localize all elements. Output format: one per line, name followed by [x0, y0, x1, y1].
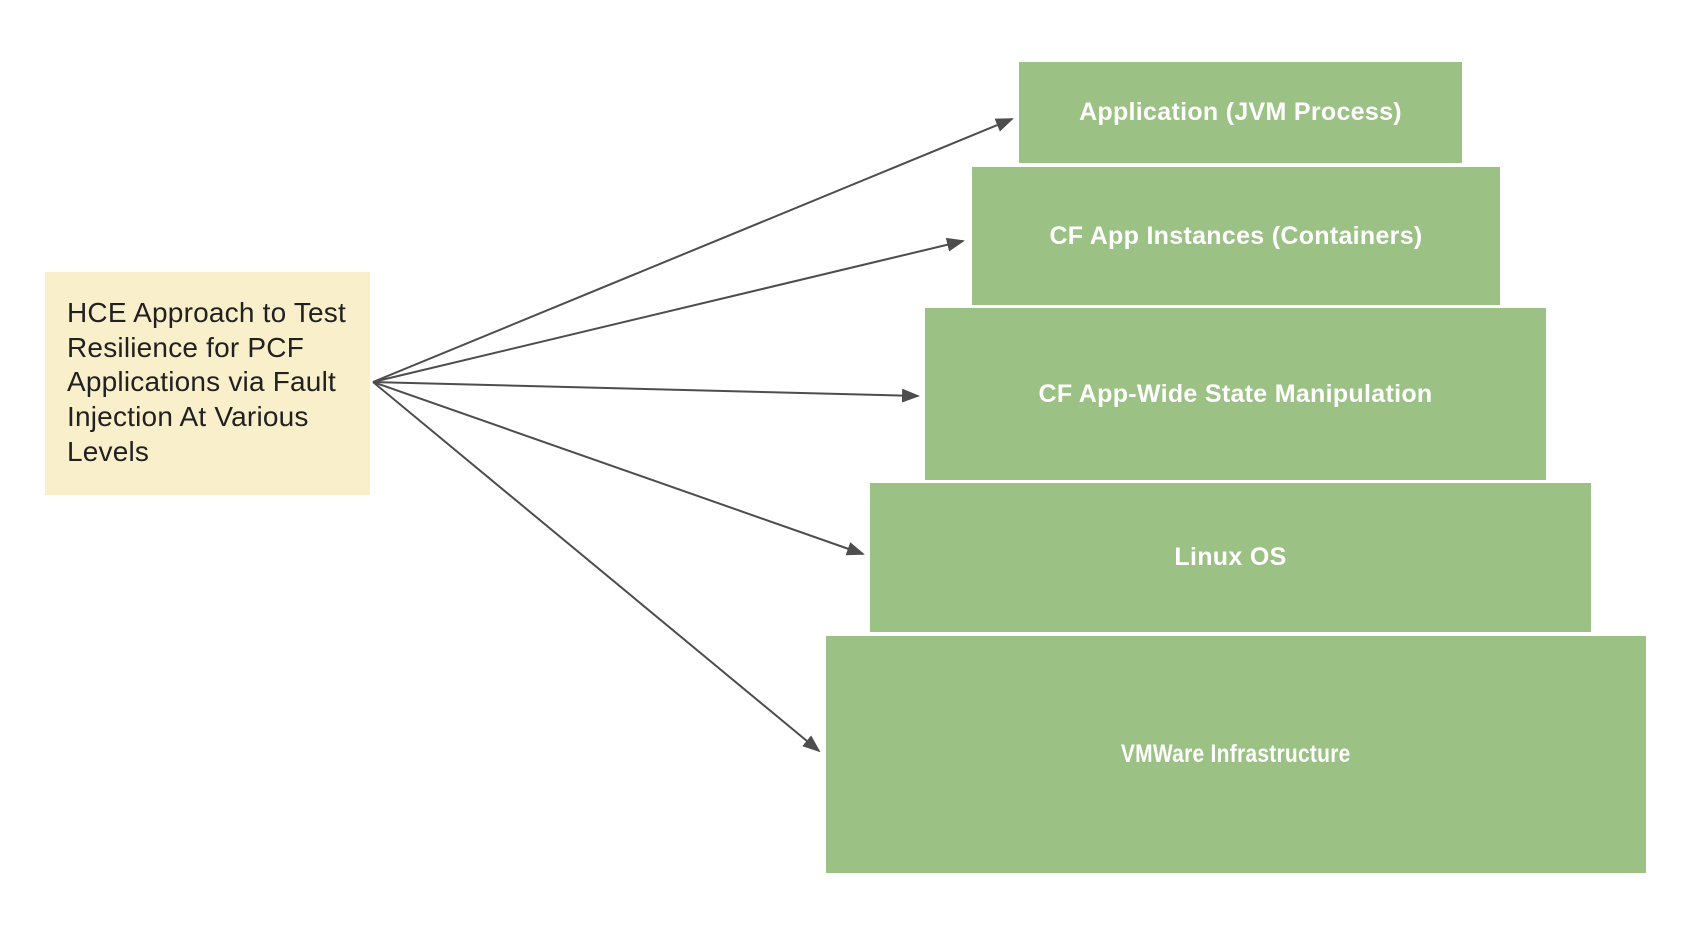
level-label-linux-os: Linux OS — [1174, 543, 1287, 571]
level-box-application: Application (JVM Process) — [1019, 62, 1462, 163]
arrow-to-cf-app-instances — [372, 237, 965, 383]
level-box-cf-app-instances: CF App Instances (Containers) — [972, 167, 1500, 305]
level-label-vmware-infrastructure: VMWare Infrastructure — [1121, 740, 1351, 768]
level-label-application: Application (JVM Process) — [1079, 98, 1402, 126]
level-box-cf-app-wide-state: CF App-Wide State Manipulation — [925, 308, 1546, 480]
source-note: HCE Approach to Test Resilience for PCF … — [45, 272, 370, 495]
level-label-cf-app-instances: CF App Instances (Containers) — [1049, 221, 1423, 250]
level-box-vmware-infrastructure: VMWare Infrastructure — [826, 636, 1646, 873]
arrow-to-application — [372, 118, 1014, 383]
arrow-to-cf-app-wide-state — [372, 381, 920, 403]
level-box-linux-os: Linux OS — [870, 483, 1591, 632]
level-label-cf-app-wide-state: CF App-Wide State Manipulation — [1038, 379, 1433, 408]
source-note-text: HCE Approach to Test Resilience for PCF … — [67, 297, 346, 467]
arrow-to-vmware-infrastructure — [372, 381, 821, 753]
arrow-to-linux-os — [372, 381, 865, 556]
